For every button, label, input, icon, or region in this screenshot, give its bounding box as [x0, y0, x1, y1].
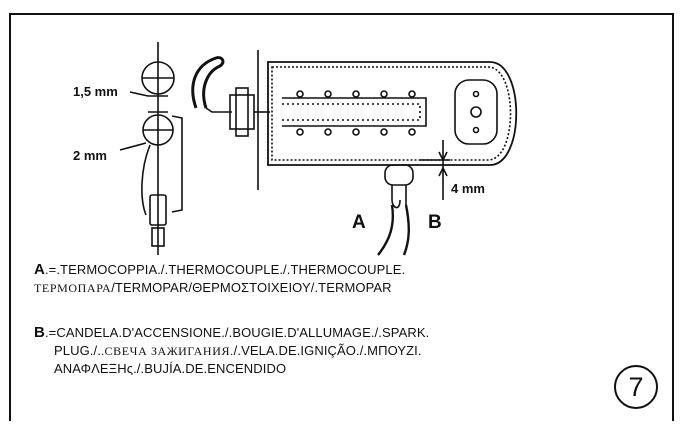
figure-frame — [9, 13, 674, 421]
legend-b-line2a: PLUG./. — [54, 343, 101, 358]
legend-a-key: A — [34, 261, 45, 278]
gap-label-right: 4 mm — [451, 181, 485, 196]
legend-b-line2b: /.VELA.DE.IGNIÇÃO./.ΜΠΟΥΖΙ. — [233, 343, 422, 358]
legend-b-line3: ΑΝΑΦΛΕΞΗς./.BUJÍA.DE.ENCENDIDO — [54, 361, 287, 376]
legend-b-key: B — [34, 324, 45, 341]
burner-plate — [267, 61, 518, 166]
legend-a-ru: ТЕРМОПАРА — [34, 281, 112, 295]
legend-b: B.=CANDELA.D'ACCENSIONE./.BOUGIE.D'ALLUM… — [34, 324, 429, 378]
mount-block — [229, 94, 255, 130]
oval-plate — [454, 79, 498, 145]
marker-b: B — [428, 212, 442, 233]
legend-b-line1: .=CANDELA.D'ACCENSIONE./.BOUGIE.D'ALLUMA… — [44, 325, 430, 340]
legend-a-line2: /TERMOPAR/ΘΕΡΜΟΣΤΟΙΧΕΙΟΥ/.TERMOPAR — [111, 280, 392, 295]
legend-a-line1: .=.TERMOCOPPIA./.THERMOCOUPLE./.THERMOCO… — [44, 262, 406, 277]
page-number: 7 — [614, 365, 658, 409]
marker-a: A — [352, 212, 366, 233]
legend-b-ru: .СВЕЧА ЗАЖИГАНИЯ. — [100, 344, 234, 358]
legend-a: A.=.TERMOCOPPIA./.THERMOCOUPLE./.THERMOC… — [34, 261, 405, 297]
gap-label-mid: 2 mm — [73, 148, 107, 163]
gap-label-top: 1,5 mm — [73, 84, 118, 99]
burner-diagram — [119, 42, 518, 256]
